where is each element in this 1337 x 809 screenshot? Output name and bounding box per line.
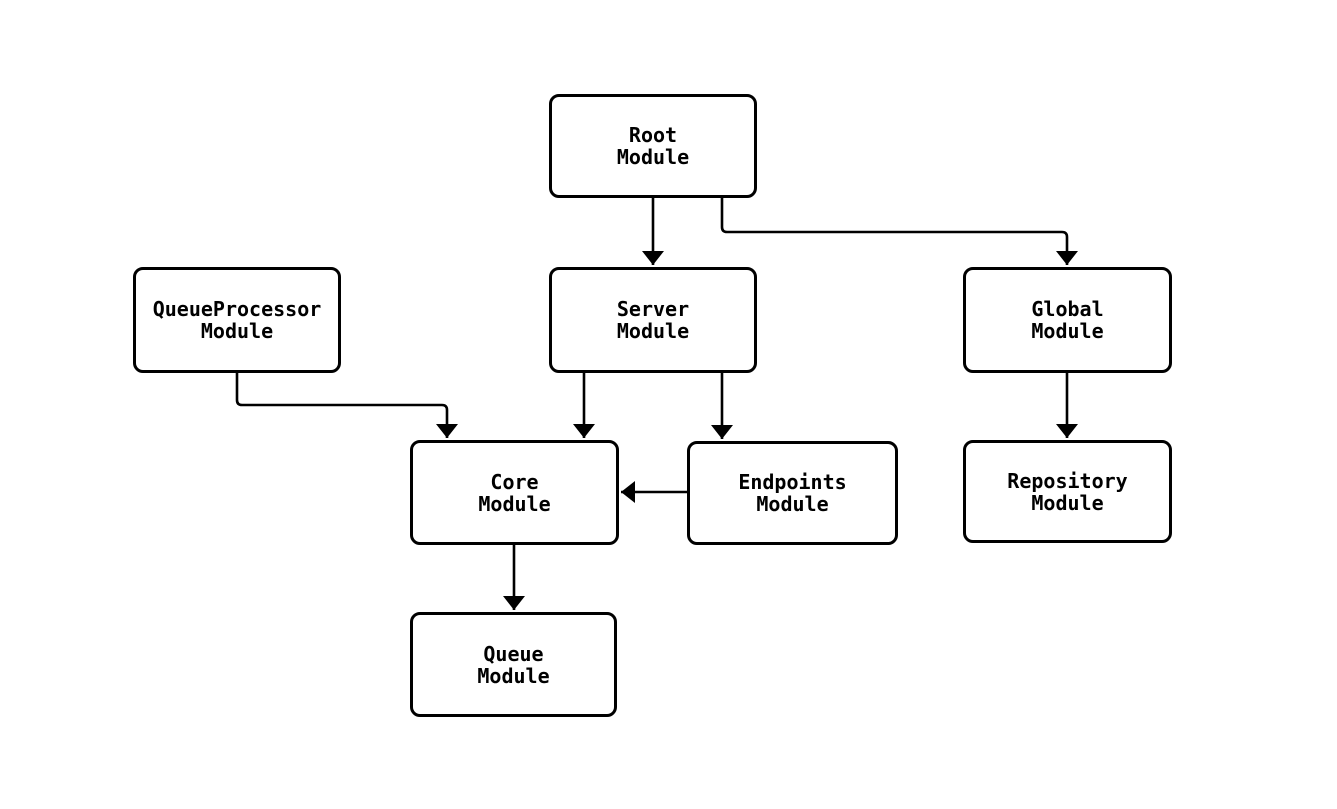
edge-root-to-global bbox=[720, 198, 1078, 265]
node-queue-module: Queue Module bbox=[410, 612, 617, 717]
edge-queueprocessor-to-core bbox=[235, 373, 458, 438]
node-core-module: Core Module bbox=[410, 440, 619, 545]
node-endpoints-module: Endpoints Module bbox=[687, 441, 898, 545]
node-repository-module: Repository Module bbox=[963, 440, 1172, 543]
node-root-module: Root Module bbox=[549, 94, 757, 198]
node-global-module: Global Module bbox=[963, 267, 1172, 373]
node-queueprocessor-module: QueueProcessor Module bbox=[133, 267, 341, 373]
node-server-module: Server Module bbox=[549, 267, 757, 373]
